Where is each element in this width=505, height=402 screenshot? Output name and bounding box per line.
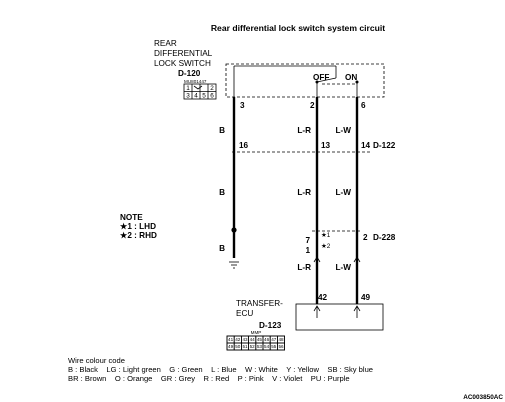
switch-pin-number: 5	[202, 93, 206, 100]
wire-color-label: L-W	[336, 188, 352, 197]
note-heading: NOTE	[120, 213, 143, 222]
splice-point	[231, 227, 237, 233]
switch-label-line: LOCK SWITCH	[154, 59, 211, 68]
ecu-input-icon	[353, 305, 361, 318]
switch-body	[225, 63, 385, 98]
ecu-input-icon	[313, 305, 321, 318]
arrow-up-icon	[353, 256, 361, 270]
ecu-grid-pin-number: 49	[228, 344, 234, 349]
ecu-label-line: TRANSFER-	[236, 299, 283, 308]
wire-color-label: L-R	[297, 188, 311, 197]
switch-contact	[316, 77, 337, 83]
ecu-grid-pin-number: 43	[242, 337, 248, 342]
wire-color-label: B	[219, 188, 225, 197]
wire-color-label: L-R	[297, 126, 311, 135]
joint-pin-number: 14	[361, 141, 371, 150]
ecu-grid-pin-number: 48	[278, 337, 284, 342]
joint-pin-number: 13	[321, 141, 331, 150]
pin-number: 1	[305, 246, 310, 255]
wire-color-label: B	[219, 244, 225, 253]
ecu-grid-pin-number: 51	[242, 344, 248, 349]
switch-pivot	[355, 80, 359, 84]
legend-heading: Wire colour code	[68, 356, 125, 365]
joint-pin-number: 16	[239, 141, 249, 150]
ecu-pin-number: 42	[318, 293, 328, 302]
ecu-label-line: ECU	[236, 309, 253, 318]
note-line: ★2 : RHD	[119, 231, 157, 240]
switch-connector-code: MU801447	[184, 79, 207, 84]
switch-pin-number: 3	[186, 93, 190, 100]
arrow-up-icon	[313, 256, 321, 270]
ecu-grid-pin-number: 42	[235, 337, 241, 342]
ecu-grid-pin-number: 54	[264, 344, 270, 349]
ecu-connector-id: D-123	[259, 321, 282, 330]
mark-rhd: ★2	[321, 243, 331, 250]
ecu-grid-pin-number: 52	[250, 344, 256, 349]
ecu-grid-code: MMP	[251, 330, 262, 335]
pin-number: 2	[310, 101, 315, 110]
ecu-grid-pin-number: 53	[257, 344, 263, 349]
ecu-pin-number: 49	[361, 293, 371, 302]
diagram-title: Rear differential lock switch system cir…	[211, 23, 385, 33]
switch-pin-number: 1	[186, 85, 190, 92]
ecu-grid-pin-number: 41	[228, 337, 234, 342]
switch-label: REAR DIFFERENTIAL LOCK SWITCH	[154, 39, 213, 68]
wire-color-label: L-W	[336, 263, 352, 272]
pin-number: 3	[240, 101, 245, 110]
switch-pin-number: 2	[210, 85, 214, 92]
ecu-grid-pin-number: 44	[250, 337, 256, 342]
legend-line: B : Black LG : Light green G : Green L :…	[68, 365, 373, 374]
ground-icon	[229, 261, 239, 269]
switch-connector-id: D-120	[178, 69, 201, 78]
ecu-body	[295, 303, 384, 331]
switch-on-label: ON	[345, 73, 357, 82]
ecu-grid-pin-number: 50	[235, 344, 241, 349]
wire-color-label: B	[219, 126, 225, 135]
pin-number: 2	[363, 233, 368, 242]
ecu-grid-cell	[276, 342, 285, 351]
ecu-grid-pin-number: 45	[257, 337, 263, 342]
connector-d122-id: D-122	[373, 141, 396, 150]
switch-pin-number: 6	[210, 93, 214, 100]
pin-number: 7	[305, 236, 310, 245]
connector-d228-id: D-228	[373, 233, 396, 242]
switch-label-line: DIFFERENTIAL	[154, 49, 213, 58]
legend-line: BR : Brown O : Orange GR : Grey R : Red …	[68, 374, 350, 383]
switch-pin-block: 1 2 3 4 5 6	[183, 83, 217, 100]
ecu-grid-pin-number: 55	[271, 344, 277, 349]
note-line: ★1 : LHD	[119, 222, 156, 231]
ecu-grid-pin-number: 47	[271, 337, 277, 342]
switch-off-label: OFF	[313, 73, 329, 82]
wire-color-label: L-R	[297, 263, 311, 272]
wire-color-label: L-W	[336, 126, 352, 135]
figure-id: AC003850AC	[463, 394, 503, 401]
mark-lhd: ★1	[321, 232, 331, 239]
ecu-grid-pin-number: 46	[264, 337, 270, 342]
ecu-grid-pin-number: 56	[278, 344, 284, 349]
switch-pin-number: 4	[194, 93, 198, 100]
pin-number: 6	[361, 101, 366, 110]
switch-pivot	[315, 80, 319, 84]
switch-label-line: REAR	[154, 39, 177, 48]
